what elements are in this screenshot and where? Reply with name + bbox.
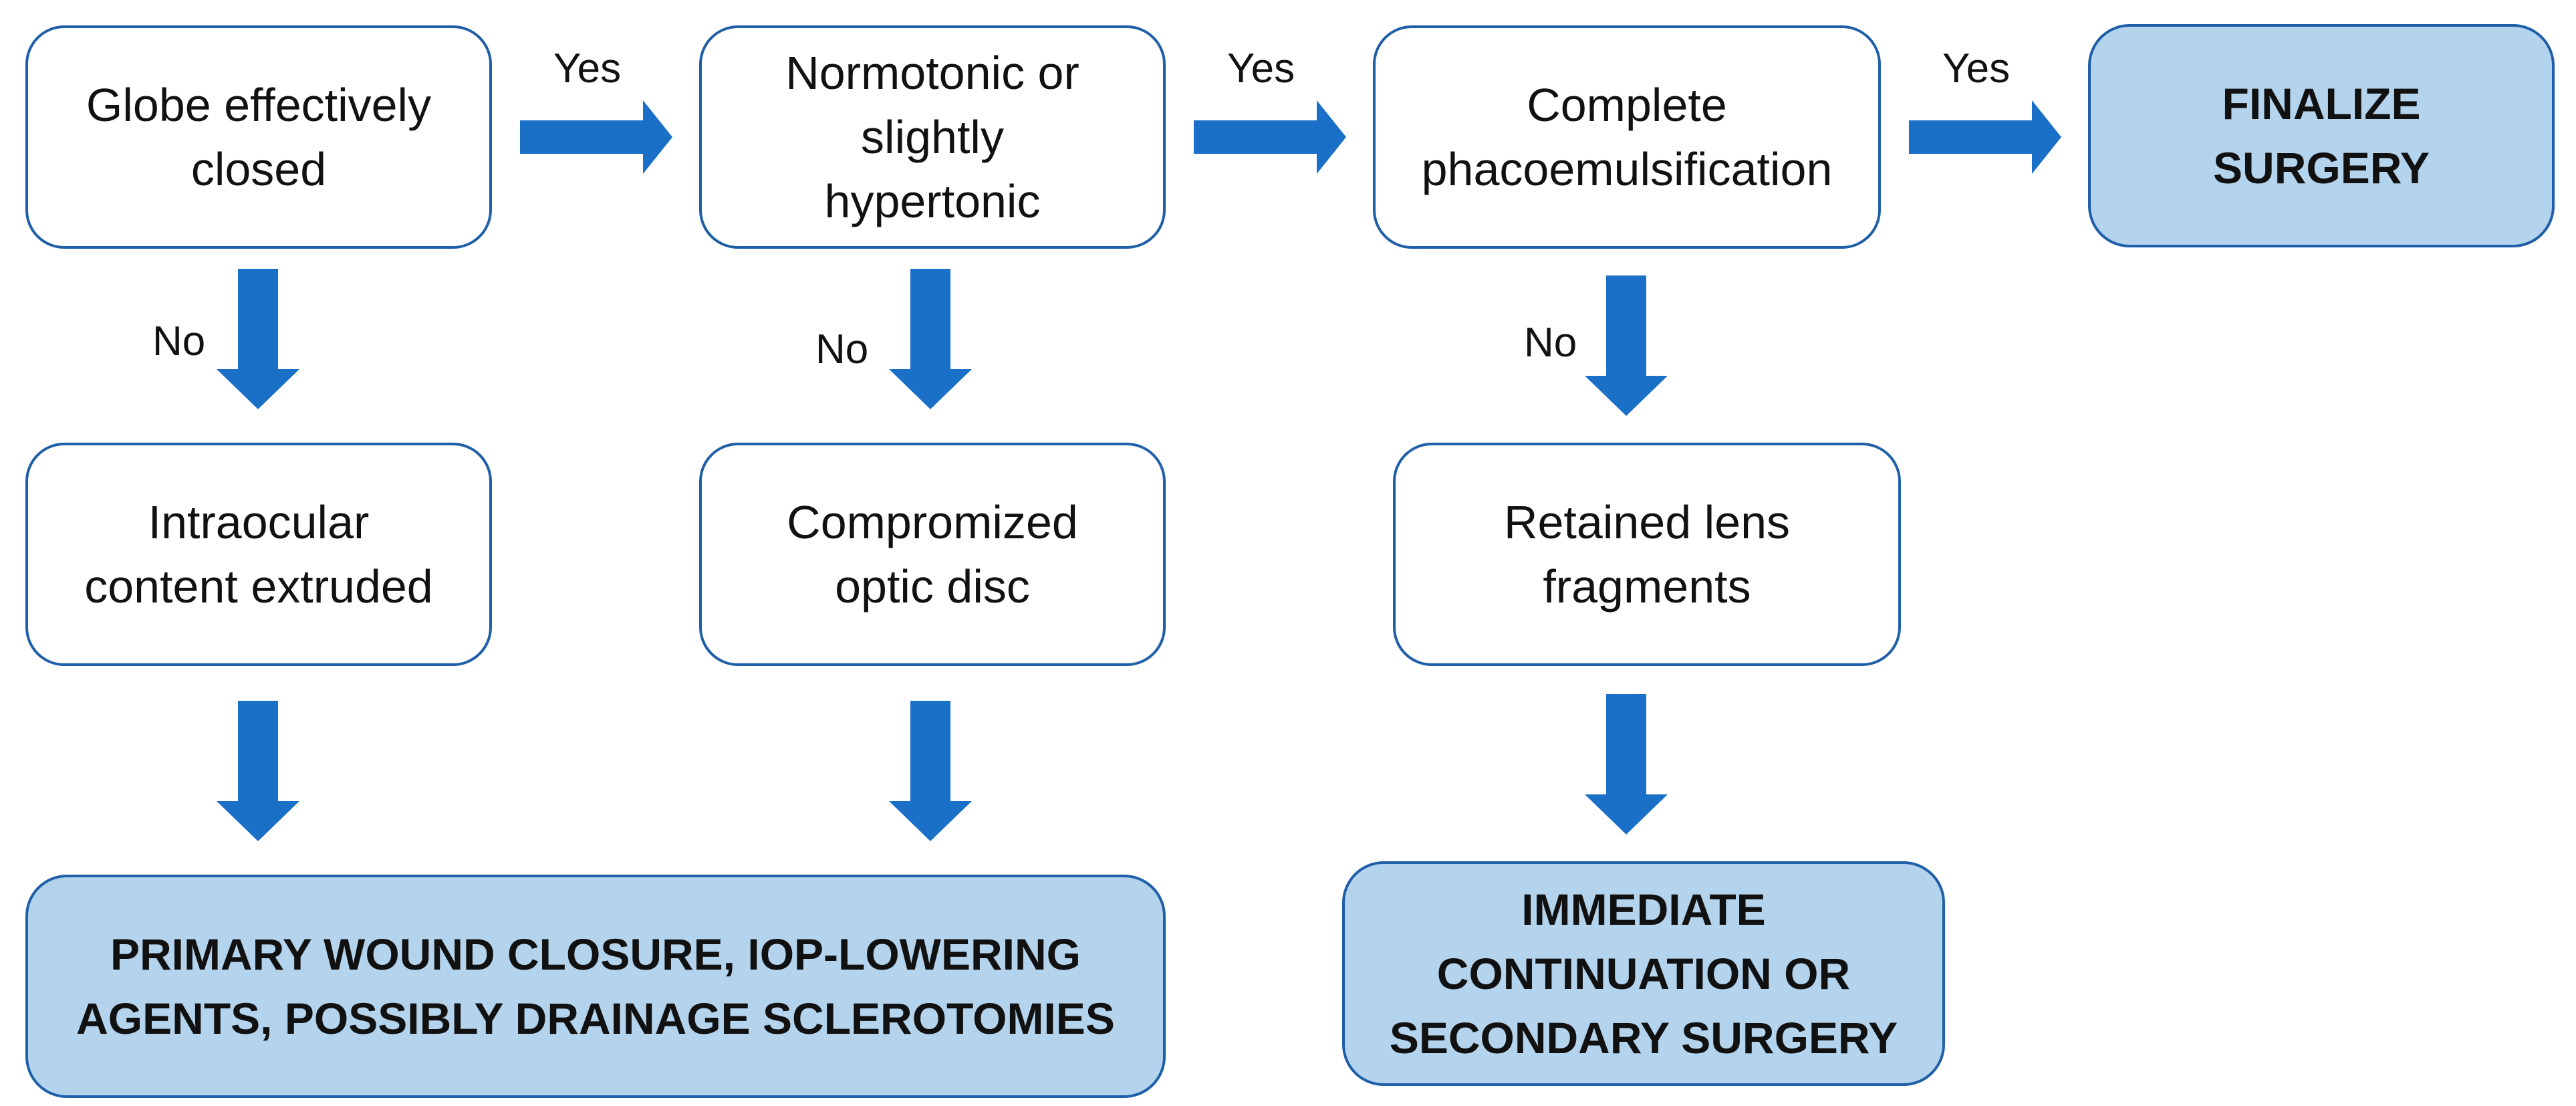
- arrow-fragments-to-continuation: [1585, 694, 1668, 835]
- edge-label-yes-3: Yes: [1942, 45, 2011, 92]
- arrow-normotonic-to-optic: [889, 269, 972, 409]
- node-immediate-continuation: IMMEDIATE CONTINUATION OR SECONDARY SURG…: [1342, 861, 1945, 1086]
- node-complete-phaco-text: Complete phacoemulsification: [1421, 79, 1833, 195]
- node-normotonic: Normotonic or slightly hypertonic: [699, 25, 1166, 249]
- arrow-globe-to-extruded: [217, 269, 299, 409]
- node-primary-closure-text: PRIMARY WOUND CLOSURE, IOP-LOWERING AGEN…: [76, 929, 1115, 1043]
- node-finalize: FINALIZE SURGERY: [2088, 24, 2555, 247]
- node-lens-fragments-text: Retained lens fragments: [1503, 496, 1791, 613]
- node-immediate-continuation-text: IMMEDIATE CONTINUATION OR SECONDARY SURG…: [1389, 885, 1898, 1063]
- node-primary-closure: PRIMARY WOUND CLOSURE, IOP-LOWERING AGEN…: [25, 875, 1166, 1098]
- edge-label-no-1: No: [152, 318, 206, 364]
- node-globe-closed-text: Globe effectively closed: [86, 79, 432, 195]
- node-complete-phaco: Complete phacoemulsification: [1373, 25, 1881, 249]
- arrow-phaco-to-finalize: [1909, 100, 2061, 174]
- node-globe-closed: Globe effectively closed: [25, 25, 492, 249]
- node-content-extruded-text: Intraocular content extruded: [84, 496, 433, 613]
- node-lens-fragments: Retained lens fragments: [1393, 443, 1901, 666]
- edge-label-no-2: No: [815, 326, 869, 372]
- arrow-globe-to-normotonic: [520, 100, 672, 174]
- node-normotonic-text: Normotonic or slightly hypertonic: [785, 47, 1079, 227]
- edge-label-yes-2: Yes: [1227, 45, 1295, 92]
- edge-label-yes-1: Yes: [553, 45, 622, 92]
- node-optic-disc-text: Compromized optic disc: [787, 496, 1078, 613]
- arrow-extruded-to-closure: [217, 701, 299, 841]
- arrow-optic-to-closure: [889, 701, 972, 841]
- node-optic-disc: Compromized optic disc: [699, 443, 1166, 666]
- node-finalize-text: FINALIZE SURGERY: [2213, 79, 2430, 193]
- edge-label-no-3: No: [1524, 320, 1577, 366]
- arrow-phaco-to-fragments: [1585, 275, 1668, 416]
- node-content-extruded: Intraocular content extruded: [25, 443, 492, 666]
- arrow-normotonic-to-phaco: [1194, 100, 1346, 174]
